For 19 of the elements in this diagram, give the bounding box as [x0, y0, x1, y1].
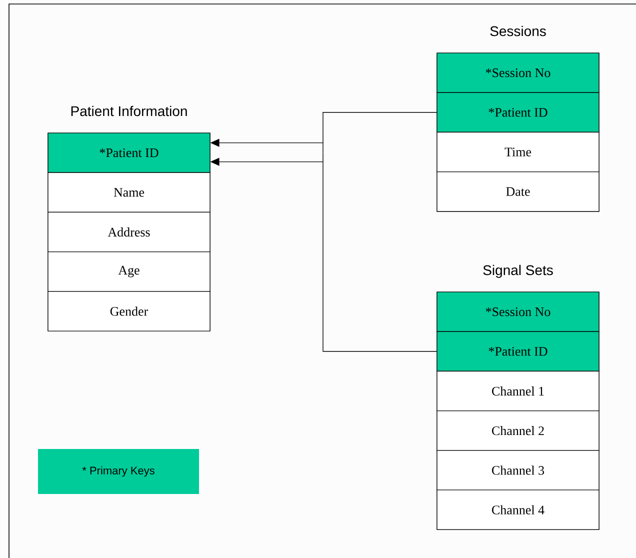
field-cell: Channel 3 — [436, 450, 600, 490]
field-cell: *Patient ID — [48, 132, 210, 173]
field-cell: *Patient ID — [436, 331, 600, 372]
field-cell: Channel 1 — [436, 370, 600, 412]
table-title: Patient Information — [71, 106, 187, 116]
field-cell: *Session No — [436, 292, 600, 332]
field-cell: Date — [436, 172, 600, 212]
field-cell: Gender — [48, 291, 210, 332]
table-title: Sessions — [490, 26, 546, 36]
field-cell: Age — [48, 252, 210, 292]
field-cell: Channel 4 — [436, 490, 600, 530]
field-cell: *Session No — [436, 52, 600, 93]
field-cell: Name — [48, 172, 210, 212]
table-title: Signal Sets — [483, 264, 553, 278]
legend-box: * Primary Keys — [38, 449, 199, 494]
field-cell: Time — [436, 132, 600, 172]
field-cell: Address — [48, 212, 210, 252]
field-cell: *Patient ID — [436, 92, 600, 132]
field-cell: Channel 2 — [436, 410, 600, 451]
